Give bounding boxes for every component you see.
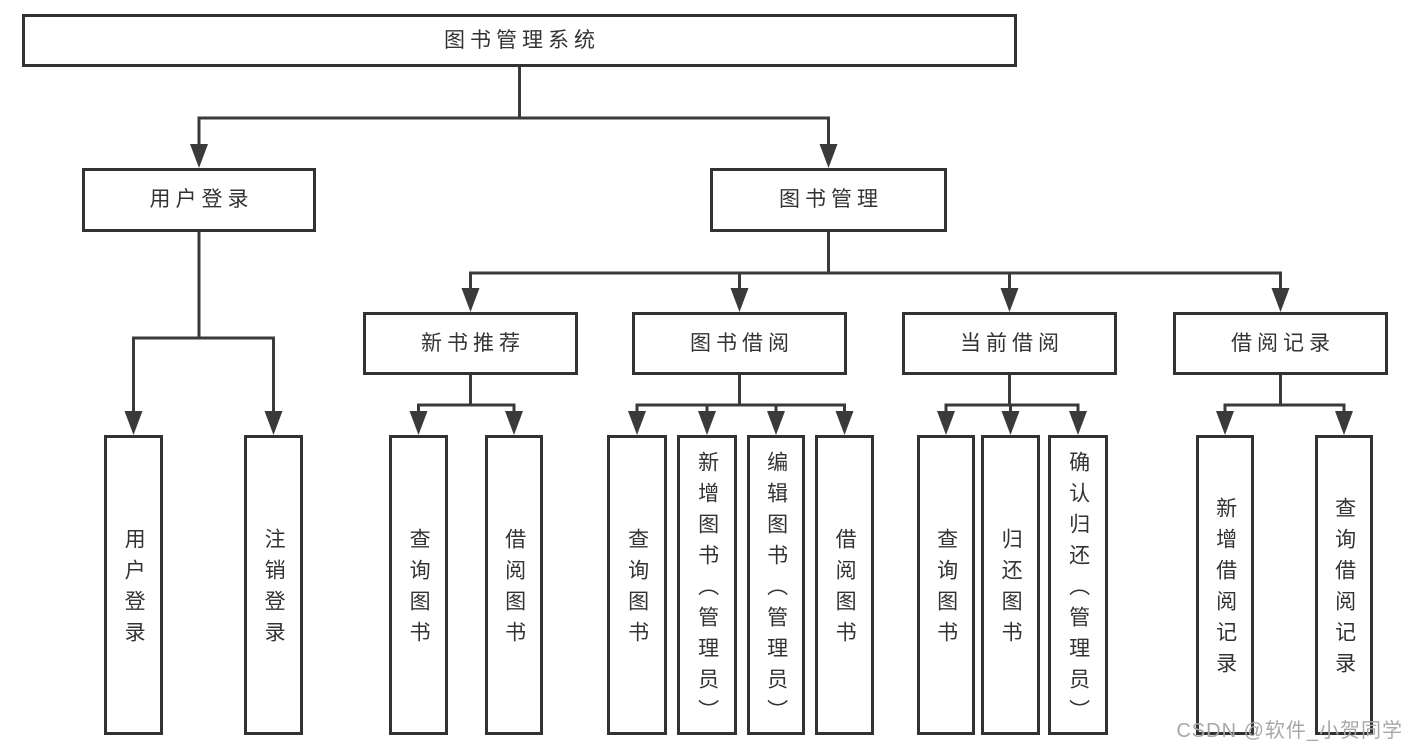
leaf-logout-label: 注销登录 [262, 528, 286, 652]
arrowheads [124, 144, 1353, 435]
leaf-query-books-recommend-label: 查询图书 [407, 528, 431, 652]
leaf-query-borrow-record: 查询借阅记录 [1315, 435, 1373, 735]
node-book-borrowing: 图书借阅 [632, 312, 847, 375]
leaf-query-books-borrowing: 查询图书 [607, 435, 667, 735]
tree-edges [132, 67, 1346, 413]
node-root-label: 图书管理系统 [444, 28, 600, 52]
leaf-edit-book-admin-label: 编辑图书（管理员） [764, 450, 788, 730]
leaf-borrow-books: 借阅图书 [815, 435, 874, 735]
node-new-book-recommend: 新书推荐 [363, 312, 578, 375]
leaf-logout: 注销登录 [244, 435, 303, 735]
node-book-borrowing-label: 图书借阅 [690, 331, 794, 355]
node-current-borrowing: 当前借阅 [902, 312, 1117, 375]
node-book-management-label: 图书管理 [779, 188, 883, 212]
node-new-book-recommend-label: 新书推荐 [421, 331, 525, 355]
node-borrowing-records: 借阅记录 [1173, 312, 1388, 375]
node-root: 图书管理系统 [22, 14, 1017, 67]
leaf-return-books-label: 归还图书 [999, 528, 1023, 652]
leaf-add-book-admin: 新增图书（管理员） [677, 435, 737, 735]
leaf-confirm-return-admin: 确认归还（管理员） [1048, 435, 1108, 735]
leaf-add-borrow-record-label: 新增借阅记录 [1213, 497, 1237, 683]
leaf-query-books-current-label: 查询图书 [934, 528, 958, 652]
leaf-borrow-books-recommend: 借阅图书 [485, 435, 543, 735]
node-user-login: 用户登录 [82, 168, 316, 232]
leaf-edit-book-admin: 编辑图书（管理员） [747, 435, 805, 735]
leaf-return-books: 归还图书 [981, 435, 1040, 735]
leaf-query-books-recommend: 查询图书 [389, 435, 448, 735]
leaf-user-login: 用户登录 [104, 435, 163, 735]
leaf-add-book-admin-label: 新增图书（管理员） [695, 450, 719, 730]
leaf-query-borrow-record-label: 查询借阅记录 [1332, 497, 1356, 683]
node-user-login-label: 用户登录 [149, 188, 254, 212]
node-current-borrowing-label: 当前借阅 [960, 331, 1064, 355]
leaf-query-books-current: 查询图书 [917, 435, 975, 735]
leaf-borrow-books-label: 借阅图书 [833, 528, 857, 652]
leaf-confirm-return-admin-label: 确认归还（管理员） [1066, 450, 1090, 730]
node-borrowing-records-label: 借阅记录 [1231, 331, 1335, 355]
leaf-query-books-borrowing-label: 查询图书 [625, 528, 649, 652]
leaf-add-borrow-record: 新增借阅记录 [1196, 435, 1254, 735]
leaf-user-login-label: 用户登录 [122, 528, 146, 652]
leaf-borrow-books-recommend-label: 借阅图书 [502, 528, 526, 652]
node-book-management: 图书管理 [710, 168, 947, 232]
